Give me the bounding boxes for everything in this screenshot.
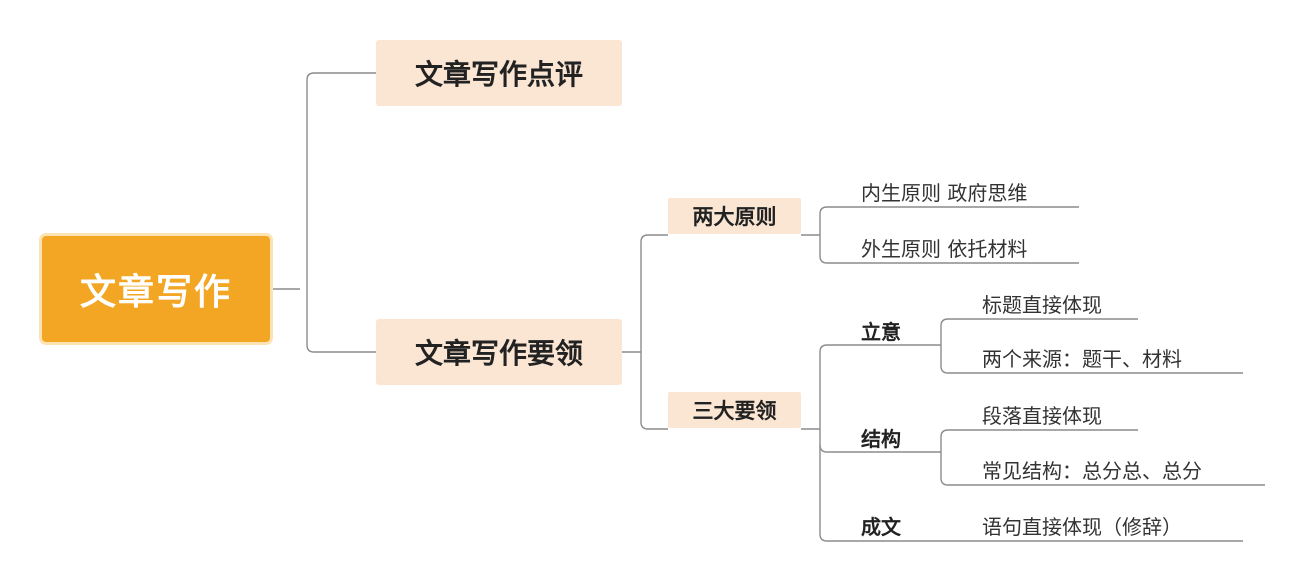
leaf-line-1 — [819, 206, 1079, 215]
connector-essentials-trunk — [622, 242, 642, 422]
leaf-title-reflect[interactable]: 标题直接体现 — [982, 293, 1102, 317]
connector-to-principles — [640, 234, 668, 243]
label-line-chengwen — [819, 533, 941, 542]
leaf-paragraph-reflect[interactable]: 段落直接体现 — [982, 404, 1102, 428]
leaf-line-3 — [940, 318, 1138, 327]
node-chengwen[interactable]: 成文 — [861, 515, 901, 539]
connector-root — [270, 80, 308, 345]
node-liyi[interactable]: 立意 — [861, 320, 901, 344]
node-jiegou[interactable]: 结构 — [861, 427, 901, 451]
node-two-principles[interactable]: 两大原则 — [668, 198, 801, 234]
leaf-line-2 — [819, 255, 1079, 264]
label-line-jiegou — [819, 444, 941, 453]
leaf-common-structure[interactable]: 常见结构：总分总、总分 — [982, 459, 1202, 483]
root-node[interactable]: 文章写作 — [42, 236, 270, 342]
branch-writing-review[interactable]: 文章写作点评 — [376, 40, 622, 106]
label-line-liyi — [819, 344, 941, 353]
leaf-two-sources[interactable]: 两个来源：题干、材料 — [982, 347, 1182, 371]
leaf-sentence-reflect[interactable]: 语句直接体现（修辞） — [982, 515, 1182, 539]
branch-writing-essentials[interactable]: 文章写作要领 — [376, 319, 622, 385]
leaf-line-4 — [940, 365, 1243, 374]
leaf-external-principle[interactable]: 外生原则 依托材料 — [861, 237, 1028, 261]
leaf-internal-principle[interactable]: 内生原则 政府思维 — [861, 181, 1028, 205]
leaf-line-5 — [940, 429, 1138, 438]
node-three-essentials[interactable]: 三大要领 — [668, 392, 801, 428]
connector-principles-trunk — [801, 214, 821, 256]
connector-to-essentials — [306, 344, 376, 353]
leaf-line-6 — [940, 477, 1265, 486]
connector-3-trunk — [801, 352, 821, 534]
connector-to-essentials3 — [640, 421, 668, 430]
connector-to-review — [306, 72, 376, 81]
